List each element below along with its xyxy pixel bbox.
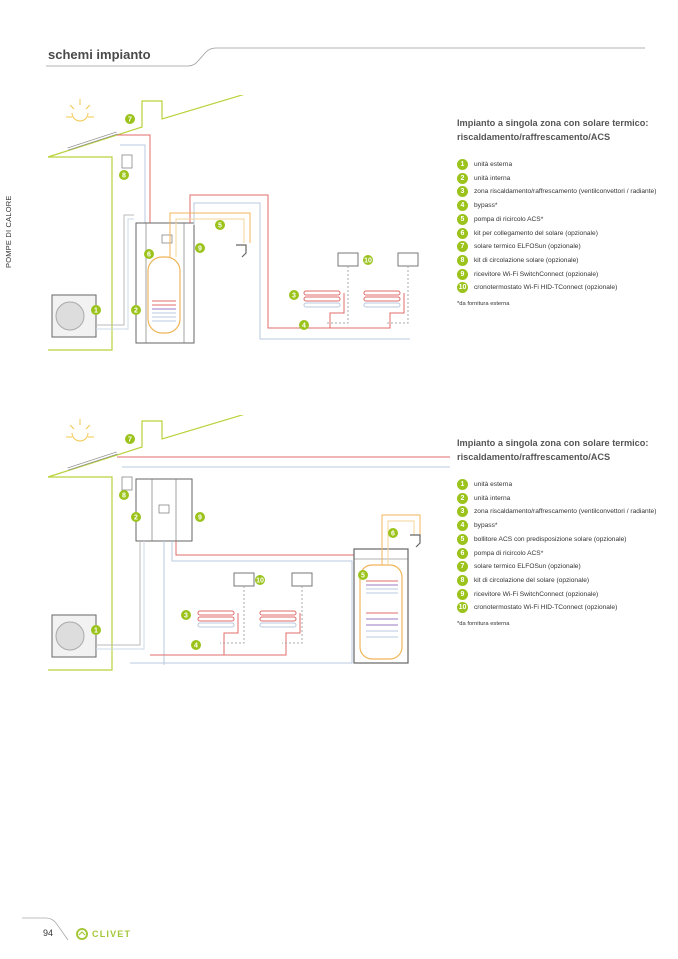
callout-8: 8 bbox=[119, 490, 129, 500]
callout-10: 10 bbox=[363, 255, 373, 265]
scheme-2-legend: Impianto a singola zona con solare termi… bbox=[457, 436, 667, 627]
svg-text:2: 2 bbox=[134, 308, 138, 315]
callout-9: 9 bbox=[195, 512, 205, 522]
svg-text:1: 1 bbox=[94, 628, 98, 635]
thermostat-1 bbox=[233, 572, 255, 587]
house-outline bbox=[47, 95, 245, 158]
callout-6: 6 bbox=[388, 528, 398, 538]
callout-3: 3 bbox=[289, 290, 299, 300]
svg-text:9: 9 bbox=[198, 246, 202, 253]
scheme-1-legend: Impianto a singola zona con solare termi… bbox=[457, 116, 667, 307]
section-side-label: POMPE DI CALORE bbox=[4, 195, 13, 268]
svg-text:6: 6 bbox=[147, 252, 151, 259]
svg-text:8: 8 bbox=[122, 173, 126, 180]
legend-note: *da fornitura esterna bbox=[457, 621, 510, 628]
sun-icon bbox=[66, 99, 94, 122]
svg-text:7: 7 bbox=[128, 117, 132, 124]
clivet-logo-icon bbox=[76, 928, 88, 940]
callout-3: 3 bbox=[181, 610, 191, 620]
fan-coil-2 bbox=[259, 610, 297, 628]
callout-2: 2 bbox=[131, 305, 141, 315]
svg-text:10: 10 bbox=[364, 258, 372, 265]
callout-1: 1 bbox=[91, 625, 101, 635]
fan-coil-1 bbox=[197, 610, 235, 628]
callout-5: 5 bbox=[358, 570, 368, 580]
thermostat-2 bbox=[291, 572, 313, 587]
fan-coil-2 bbox=[363, 290, 401, 308]
callout-6: 6 bbox=[144, 249, 154, 259]
callout-4: 4 bbox=[299, 320, 309, 330]
callout-5: 5 bbox=[215, 220, 225, 230]
callout-9: 9 bbox=[195, 243, 205, 253]
svg-text:6: 6 bbox=[391, 531, 395, 538]
callout-1: 1 bbox=[91, 305, 101, 315]
fan-coil-1 bbox=[303, 290, 341, 308]
svg-text:5: 5 bbox=[218, 223, 222, 230]
callout-7: 7 bbox=[125, 114, 135, 124]
svg-text:9: 9 bbox=[198, 515, 202, 522]
svg-text:4: 4 bbox=[194, 643, 198, 650]
header-divider bbox=[46, 47, 645, 67]
brand-name: CLIVET bbox=[92, 929, 132, 939]
sun-icon bbox=[66, 419, 94, 442]
callout-8: 8 bbox=[119, 170, 129, 180]
tap-icon bbox=[236, 244, 247, 258]
callout-2: 2 bbox=[131, 512, 141, 522]
svg-text:10: 10 bbox=[256, 578, 264, 585]
svg-text:5: 5 bbox=[361, 573, 365, 580]
svg-text:8: 8 bbox=[122, 493, 126, 500]
page-title: schemi impianto bbox=[48, 47, 151, 62]
solar-circulation-kit bbox=[121, 476, 133, 491]
scheme-1-diagram: 1 2 3 4 5 6 7 8 9 10 bbox=[47, 95, 419, 351]
footer-divider bbox=[22, 917, 69, 941]
brand-logo: CLIVET bbox=[76, 928, 131, 940]
svg-text:3: 3 bbox=[184, 613, 188, 620]
page-number: 94 bbox=[43, 928, 54, 938]
solar-circulation-kit bbox=[121, 154, 133, 169]
legend-note: *da fornitura esterna bbox=[457, 301, 510, 308]
tap-icon bbox=[410, 534, 421, 548]
svg-text:3: 3 bbox=[292, 293, 296, 300]
thermostat-1 bbox=[337, 252, 359, 267]
svg-text:7: 7 bbox=[128, 437, 132, 444]
thermostat-2 bbox=[397, 252, 419, 267]
svg-text:4: 4 bbox=[302, 323, 306, 330]
svg-text:1: 1 bbox=[94, 308, 98, 315]
callout-10: 10 bbox=[255, 575, 265, 585]
svg-text:2: 2 bbox=[134, 515, 138, 522]
scheme-2-title: Impianto a singola zona con solare termi… bbox=[457, 438, 649, 462]
callout-4: 4 bbox=[191, 640, 201, 650]
scheme-2-diagram: 1 2 3 4 5 6 7 8 9 10 bbox=[47, 415, 450, 671]
callout-7: 7 bbox=[125, 434, 135, 444]
scheme-1-title: Impianto a singola zona con solare termi… bbox=[457, 118, 649, 142]
